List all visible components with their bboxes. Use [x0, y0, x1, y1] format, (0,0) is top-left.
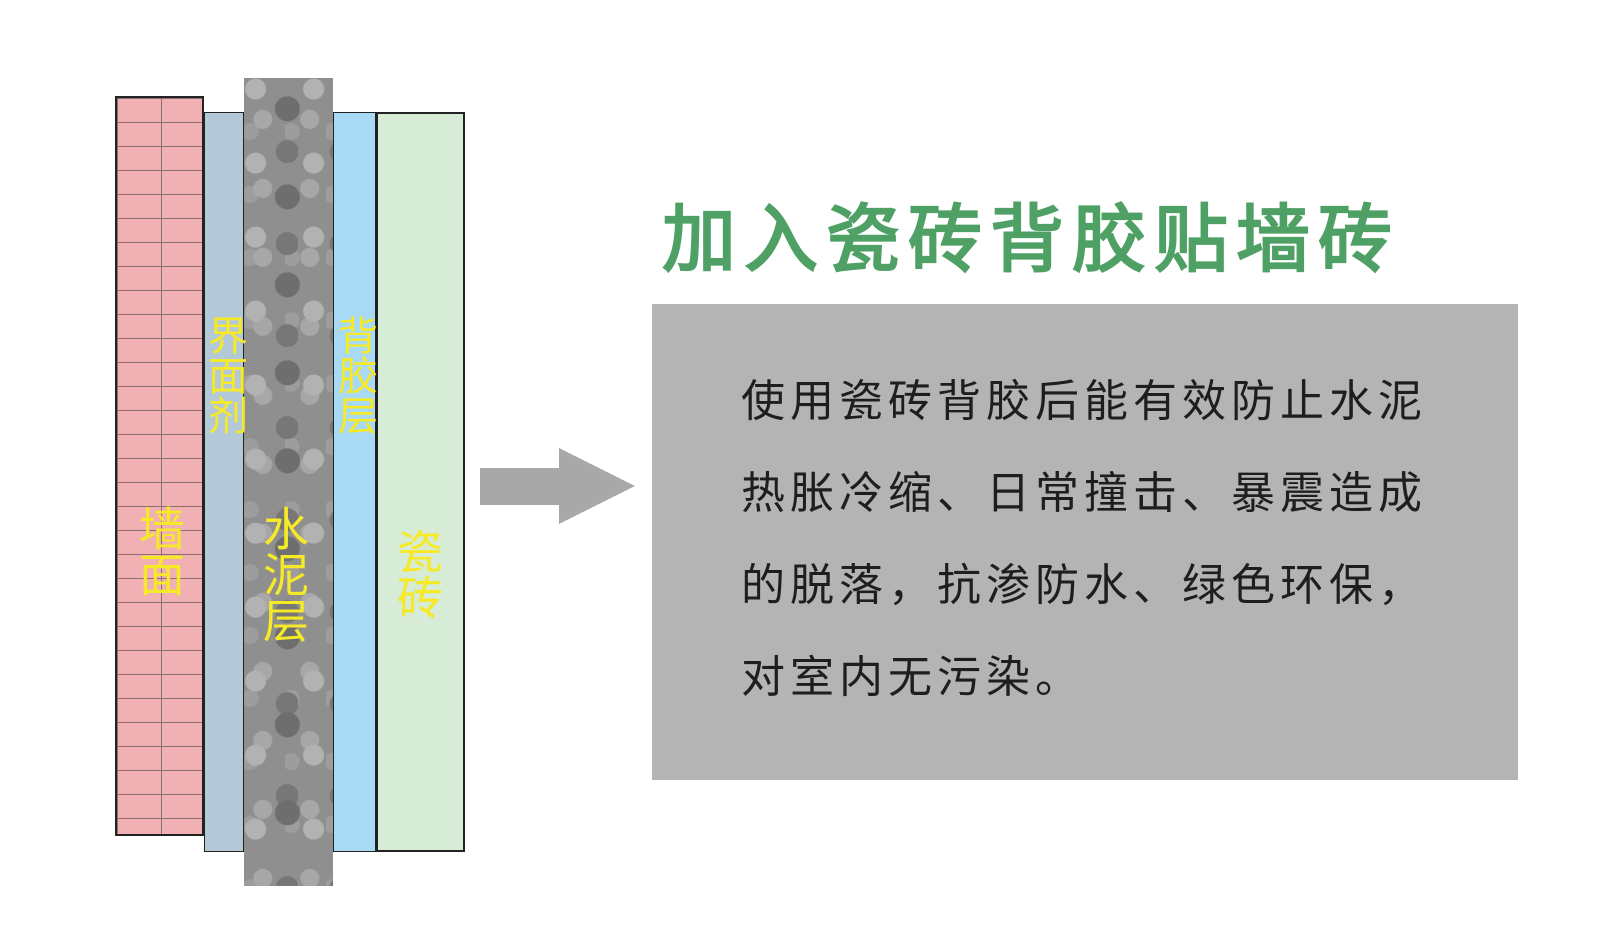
tile-layer [376, 112, 465, 852]
right-arrow-icon [480, 448, 635, 524]
cement-layer [244, 78, 333, 886]
description-panel: 使用瓷砖背胶后能有效防止水泥热胀冷缩、日常撞击、暴震造成的脱落，抗渗防水、绿色环… [652, 304, 1518, 780]
wall-layer [115, 96, 204, 836]
primer-layer [204, 112, 244, 852]
page-title: 加入瓷砖背胶贴墙砖 [662, 197, 1400, 283]
backing-adhesive-label: 背胶层 [331, 315, 377, 435]
cement-label: 水泥层 [256, 505, 310, 643]
wall-label: 墙面 [132, 505, 186, 597]
primer-label: 界面剂 [201, 315, 247, 435]
tile-label: 瓷砖 [390, 528, 444, 620]
backing-adhesive-layer [333, 112, 376, 852]
description-text: 使用瓷砖背胶后能有效防止水泥热胀冷缩、日常撞击、暴震造成的脱落，抗渗防水、绿色环… [741, 376, 1427, 703]
